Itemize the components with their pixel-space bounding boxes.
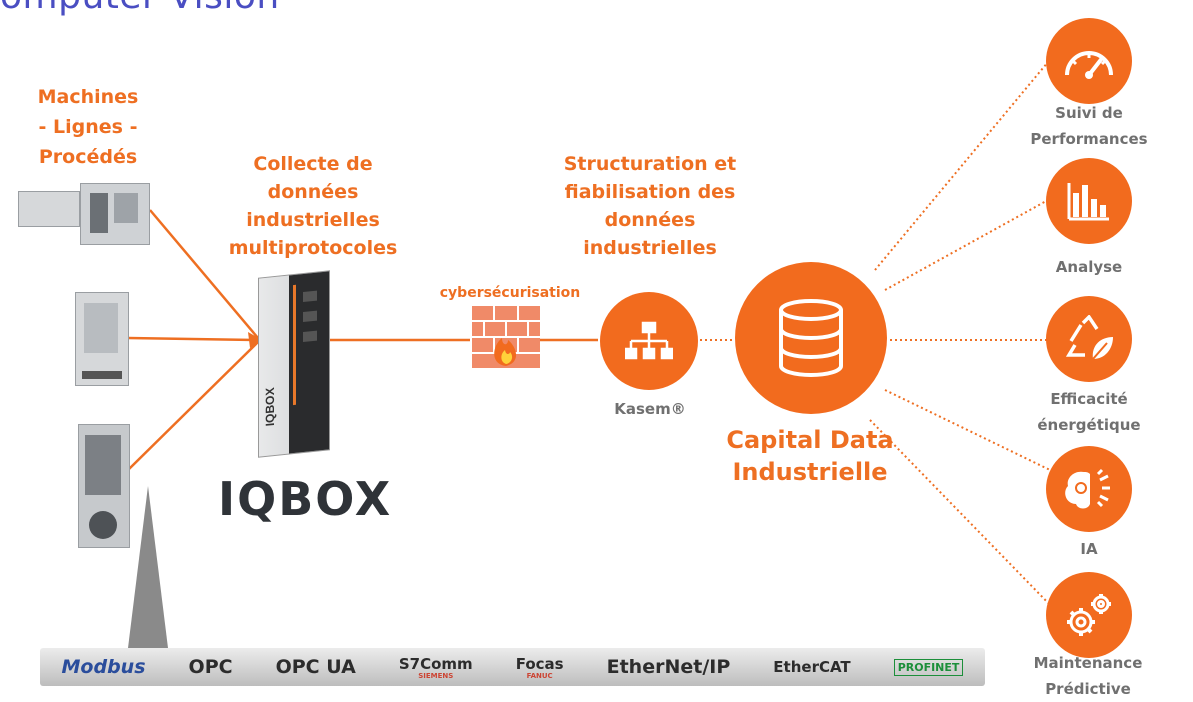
performance-node	[1046, 18, 1132, 104]
firewall-icon	[472, 306, 540, 368]
structuration-line-1: Structuration et	[563, 153, 737, 175]
protocol-focas: Focas FANUC	[515, 655, 564, 680]
sources-line-3: Procédés	[38, 146, 138, 168]
performance-label: Suivi de Performances	[1024, 100, 1154, 152]
arrow-machine-3	[127, 341, 259, 471]
protocol-modbus: Modbus	[61, 656, 146, 678]
sources-label: Machines - Lignes - Procédés	[18, 82, 158, 172]
collecte-line-2: données	[267, 181, 359, 203]
analyse-node	[1046, 158, 1132, 244]
hierarchy-icon	[625, 321, 673, 360]
protocol-ethercat: EtherCAT	[773, 658, 851, 676]
gauge-icon	[1065, 51, 1113, 79]
s7comm-text: S7Comm	[398, 655, 473, 673]
protocol-bar: Modbus OPC OPC UA S7Comm SIEMENS Focas F…	[40, 648, 985, 686]
iqbox-logo: IQBOX	[218, 472, 393, 526]
collecte-line-4: multiprotocoles	[228, 237, 398, 259]
dotted-to-ia	[884, 389, 1051, 471]
structuration-line-2: fiabilisation des	[564, 181, 736, 203]
ia-node	[1046, 446, 1132, 532]
bar-chart-icon	[1067, 183, 1109, 221]
database-icon	[779, 299, 843, 377]
sources-line-2: - Lignes -	[38, 116, 138, 138]
performance-line-1: Suivi de	[1055, 104, 1123, 122]
protocol-callout-pointer	[128, 486, 168, 648]
protocol-opc-ua: OPC UA	[275, 656, 356, 678]
gears-icon	[1067, 594, 1111, 636]
maintenance-line-2: Prédictive	[1045, 680, 1131, 698]
s7comm-sub: SIEMENS	[418, 672, 454, 680]
focas-sub: FANUC	[526, 672, 553, 680]
protocol-opc: OPC	[188, 656, 233, 678]
protocol-s7comm: S7Comm SIEMENS	[398, 655, 473, 680]
controller-image	[75, 292, 129, 386]
collecte-label: Collecte de données industrielles multip…	[208, 150, 418, 262]
efficacite-line-2: énergétique	[1037, 416, 1141, 434]
ia-label: IA	[1080, 540, 1098, 558]
capital-data-node	[735, 262, 887, 414]
maintenance-node	[1046, 572, 1132, 658]
cyber-label: cybersécurisation	[439, 285, 581, 301]
collecte-line-3: industrielles	[246, 209, 380, 231]
arrow-machine-2	[127, 336, 259, 342]
kasem-label: Kasem®	[614, 400, 686, 418]
efficacite-label: Efficacité énergétique	[1024, 386, 1154, 438]
arrow-head	[248, 332, 262, 348]
dotted-to-performances	[874, 61, 1049, 271]
structuration-line-4: industrielles	[583, 237, 717, 259]
recycle-leaf-icon	[1065, 315, 1113, 360]
analyse-label: Analyse	[1055, 258, 1123, 276]
plc-rack-image	[18, 183, 150, 245]
sources-line-1: Machines	[37, 86, 139, 108]
arrow-machine-1	[149, 209, 259, 339]
dotted-to-analyse	[884, 199, 1049, 291]
brain-icon	[1065, 468, 1110, 509]
focas-text: Focas	[515, 655, 564, 673]
dotted-to-maintenance	[869, 419, 1056, 611]
efficacite-node	[1046, 296, 1132, 382]
protocol-ethernet-ip: EtherNet/IP	[606, 656, 731, 678]
page-title: omputer Vision	[0, 0, 280, 17]
kasem-node	[600, 292, 698, 390]
efficacite-line-1: Efficacité	[1050, 390, 1128, 408]
collecte-line-1: Collecte de	[253, 153, 373, 175]
device-brand-text: IQBOX	[263, 386, 277, 427]
capital-data-label: Capital Data Industrielle	[700, 424, 920, 488]
iqbox-device: IQBOX	[258, 270, 330, 458]
maintenance-label: Maintenance Prédictive	[1018, 650, 1158, 702]
industrial-pc-image	[78, 424, 130, 548]
protocol-profinet: PROFINET	[893, 658, 964, 676]
performance-line-2: Performances	[1030, 130, 1148, 148]
structuration-line-3: données	[604, 209, 696, 231]
structuration-label: Structuration et fiabilisation des donné…	[540, 150, 760, 262]
capital-line-2: Industrielle	[732, 458, 888, 486]
maintenance-line-1: Maintenance	[1033, 654, 1143, 672]
capital-line-1: Capital Data	[726, 426, 894, 454]
